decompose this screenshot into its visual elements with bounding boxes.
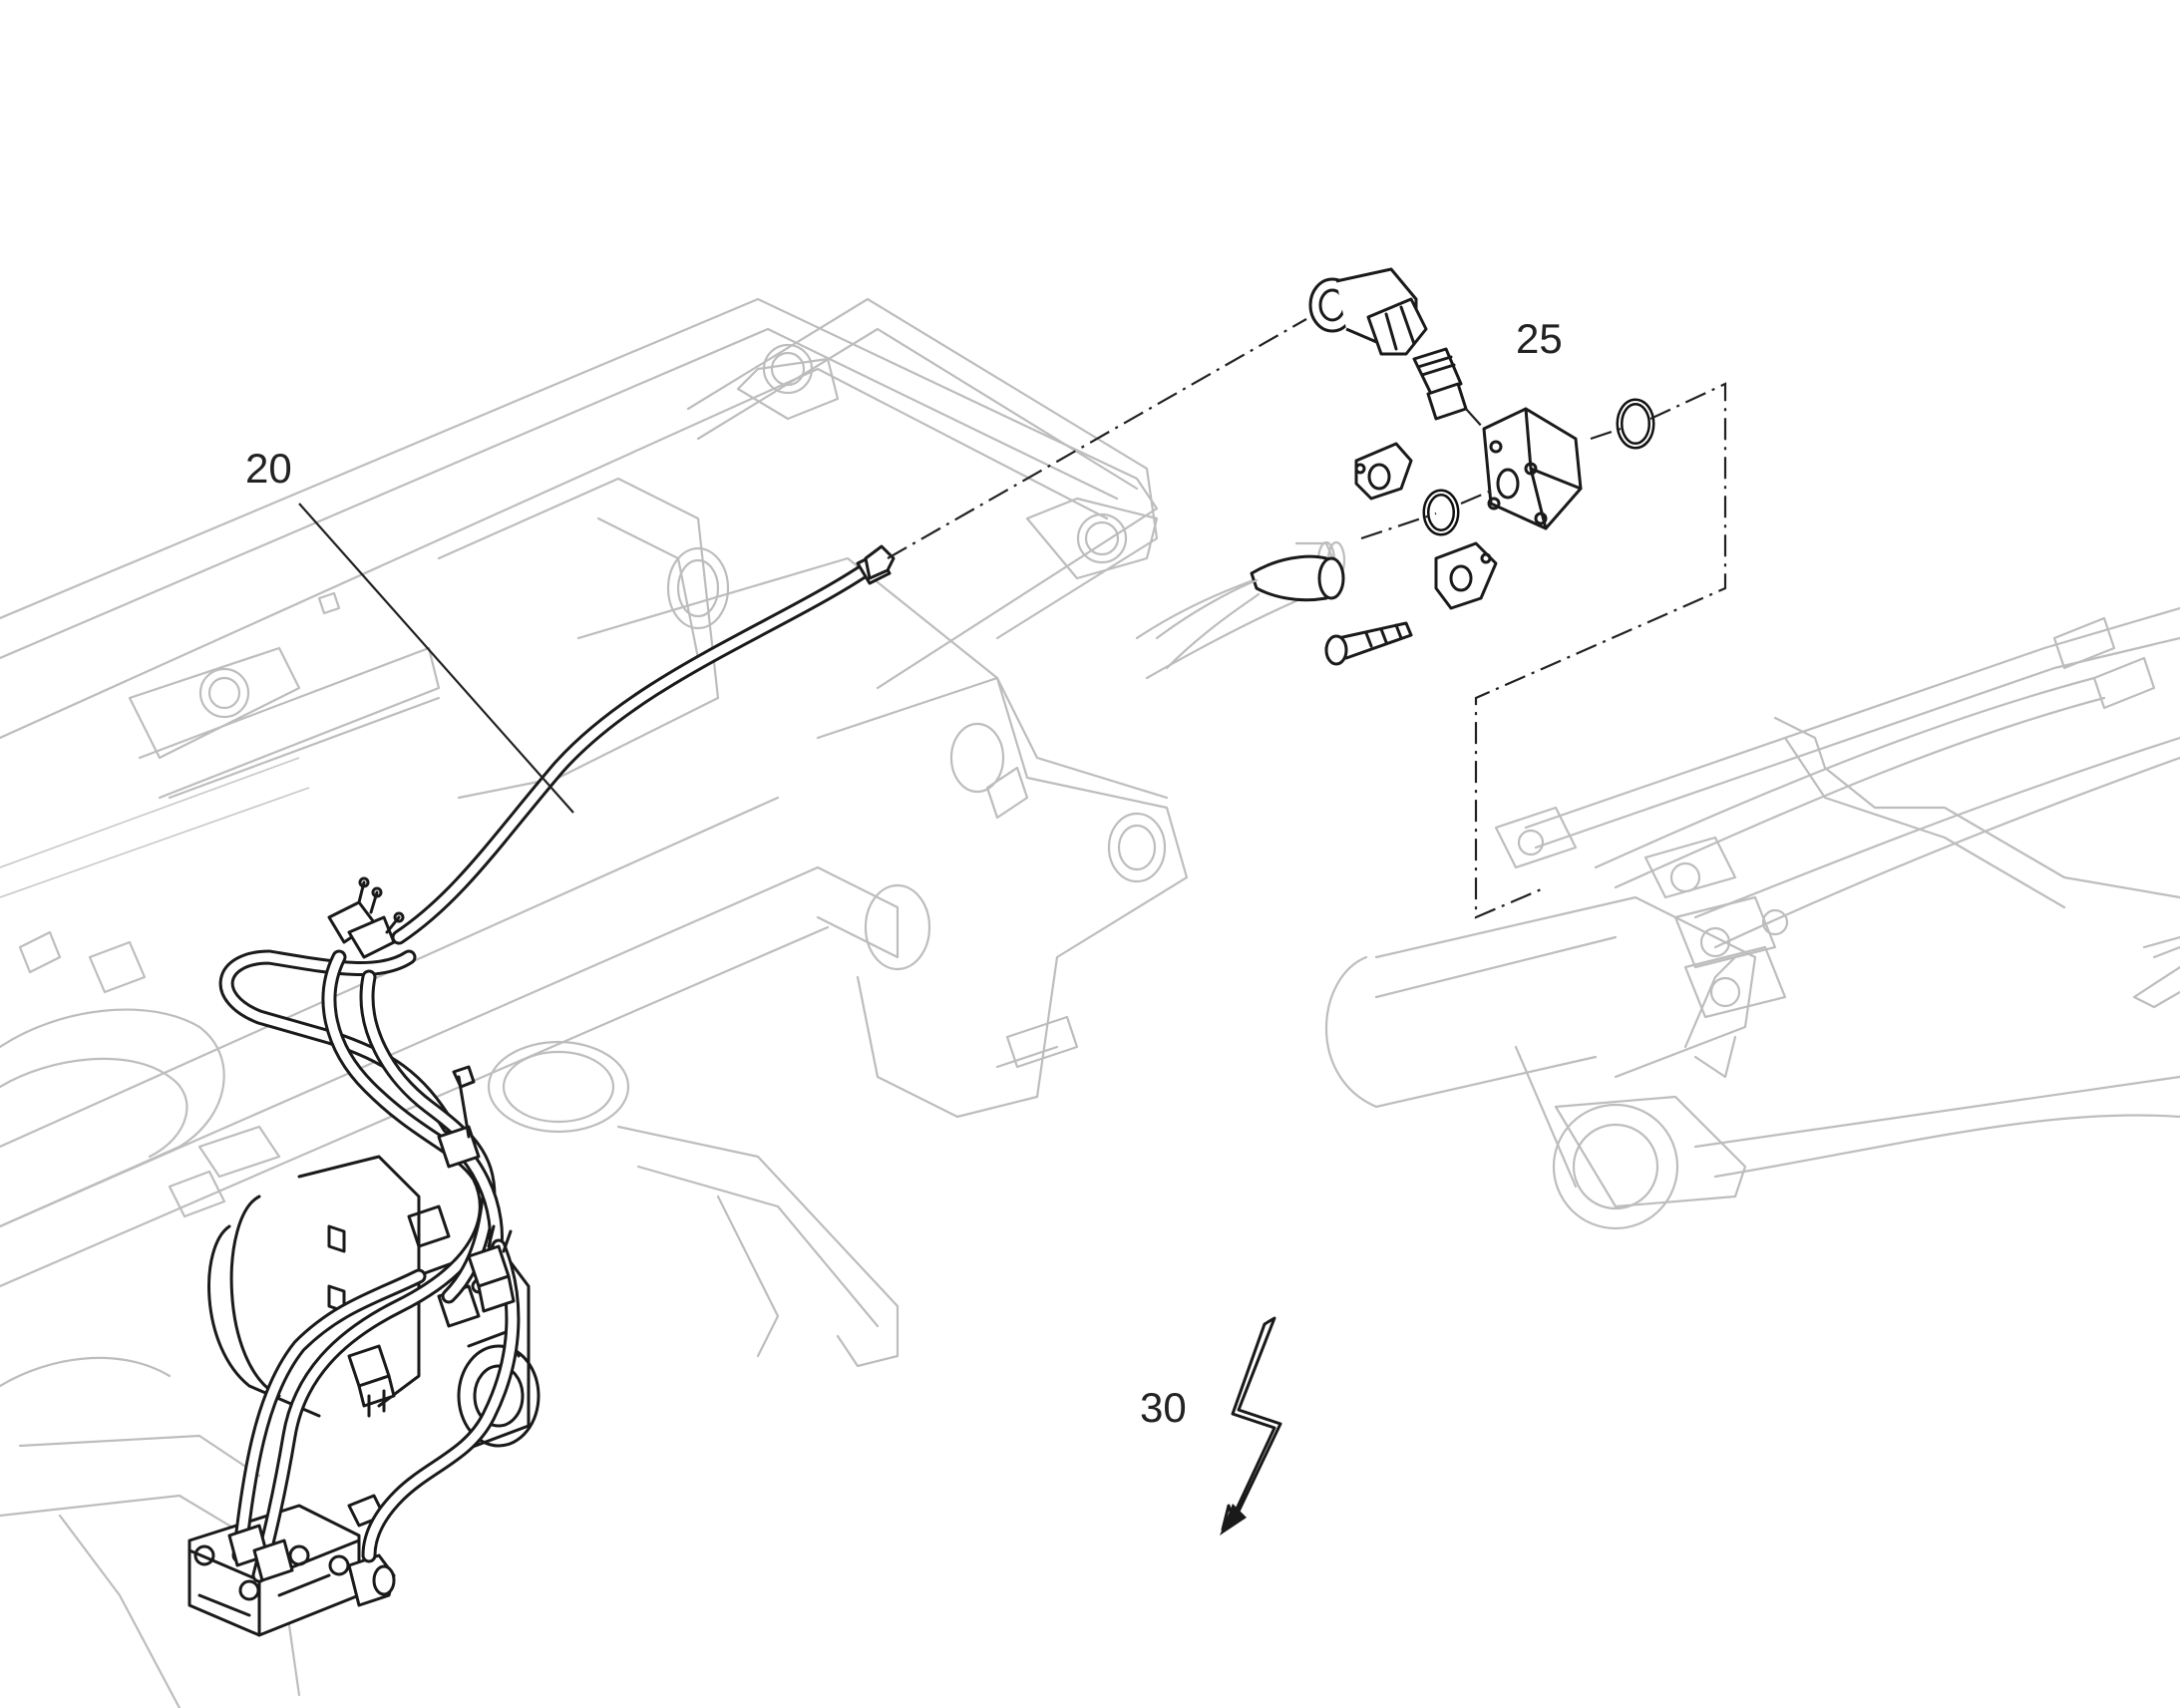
fitting-kit — [1155, 267, 1655, 670]
callout-label-25: 25 — [1516, 315, 1563, 362]
hose-assembly — [218, 544, 896, 1583]
arrow-head — [1220, 1504, 1247, 1536]
right-boom-assembly — [1324, 606, 2180, 1230]
leader-line-20 — [298, 503, 574, 814]
callout-label-30: 30 — [1140, 1384, 1187, 1431]
callout-leaders — [298, 503, 1282, 1536]
machine-frame — [0, 297, 1346, 1708]
assembly-centerlines — [887, 318, 1727, 919]
callout-label-20: 20 — [245, 445, 292, 492]
pump-reference-arrow — [1221, 1316, 1282, 1532]
